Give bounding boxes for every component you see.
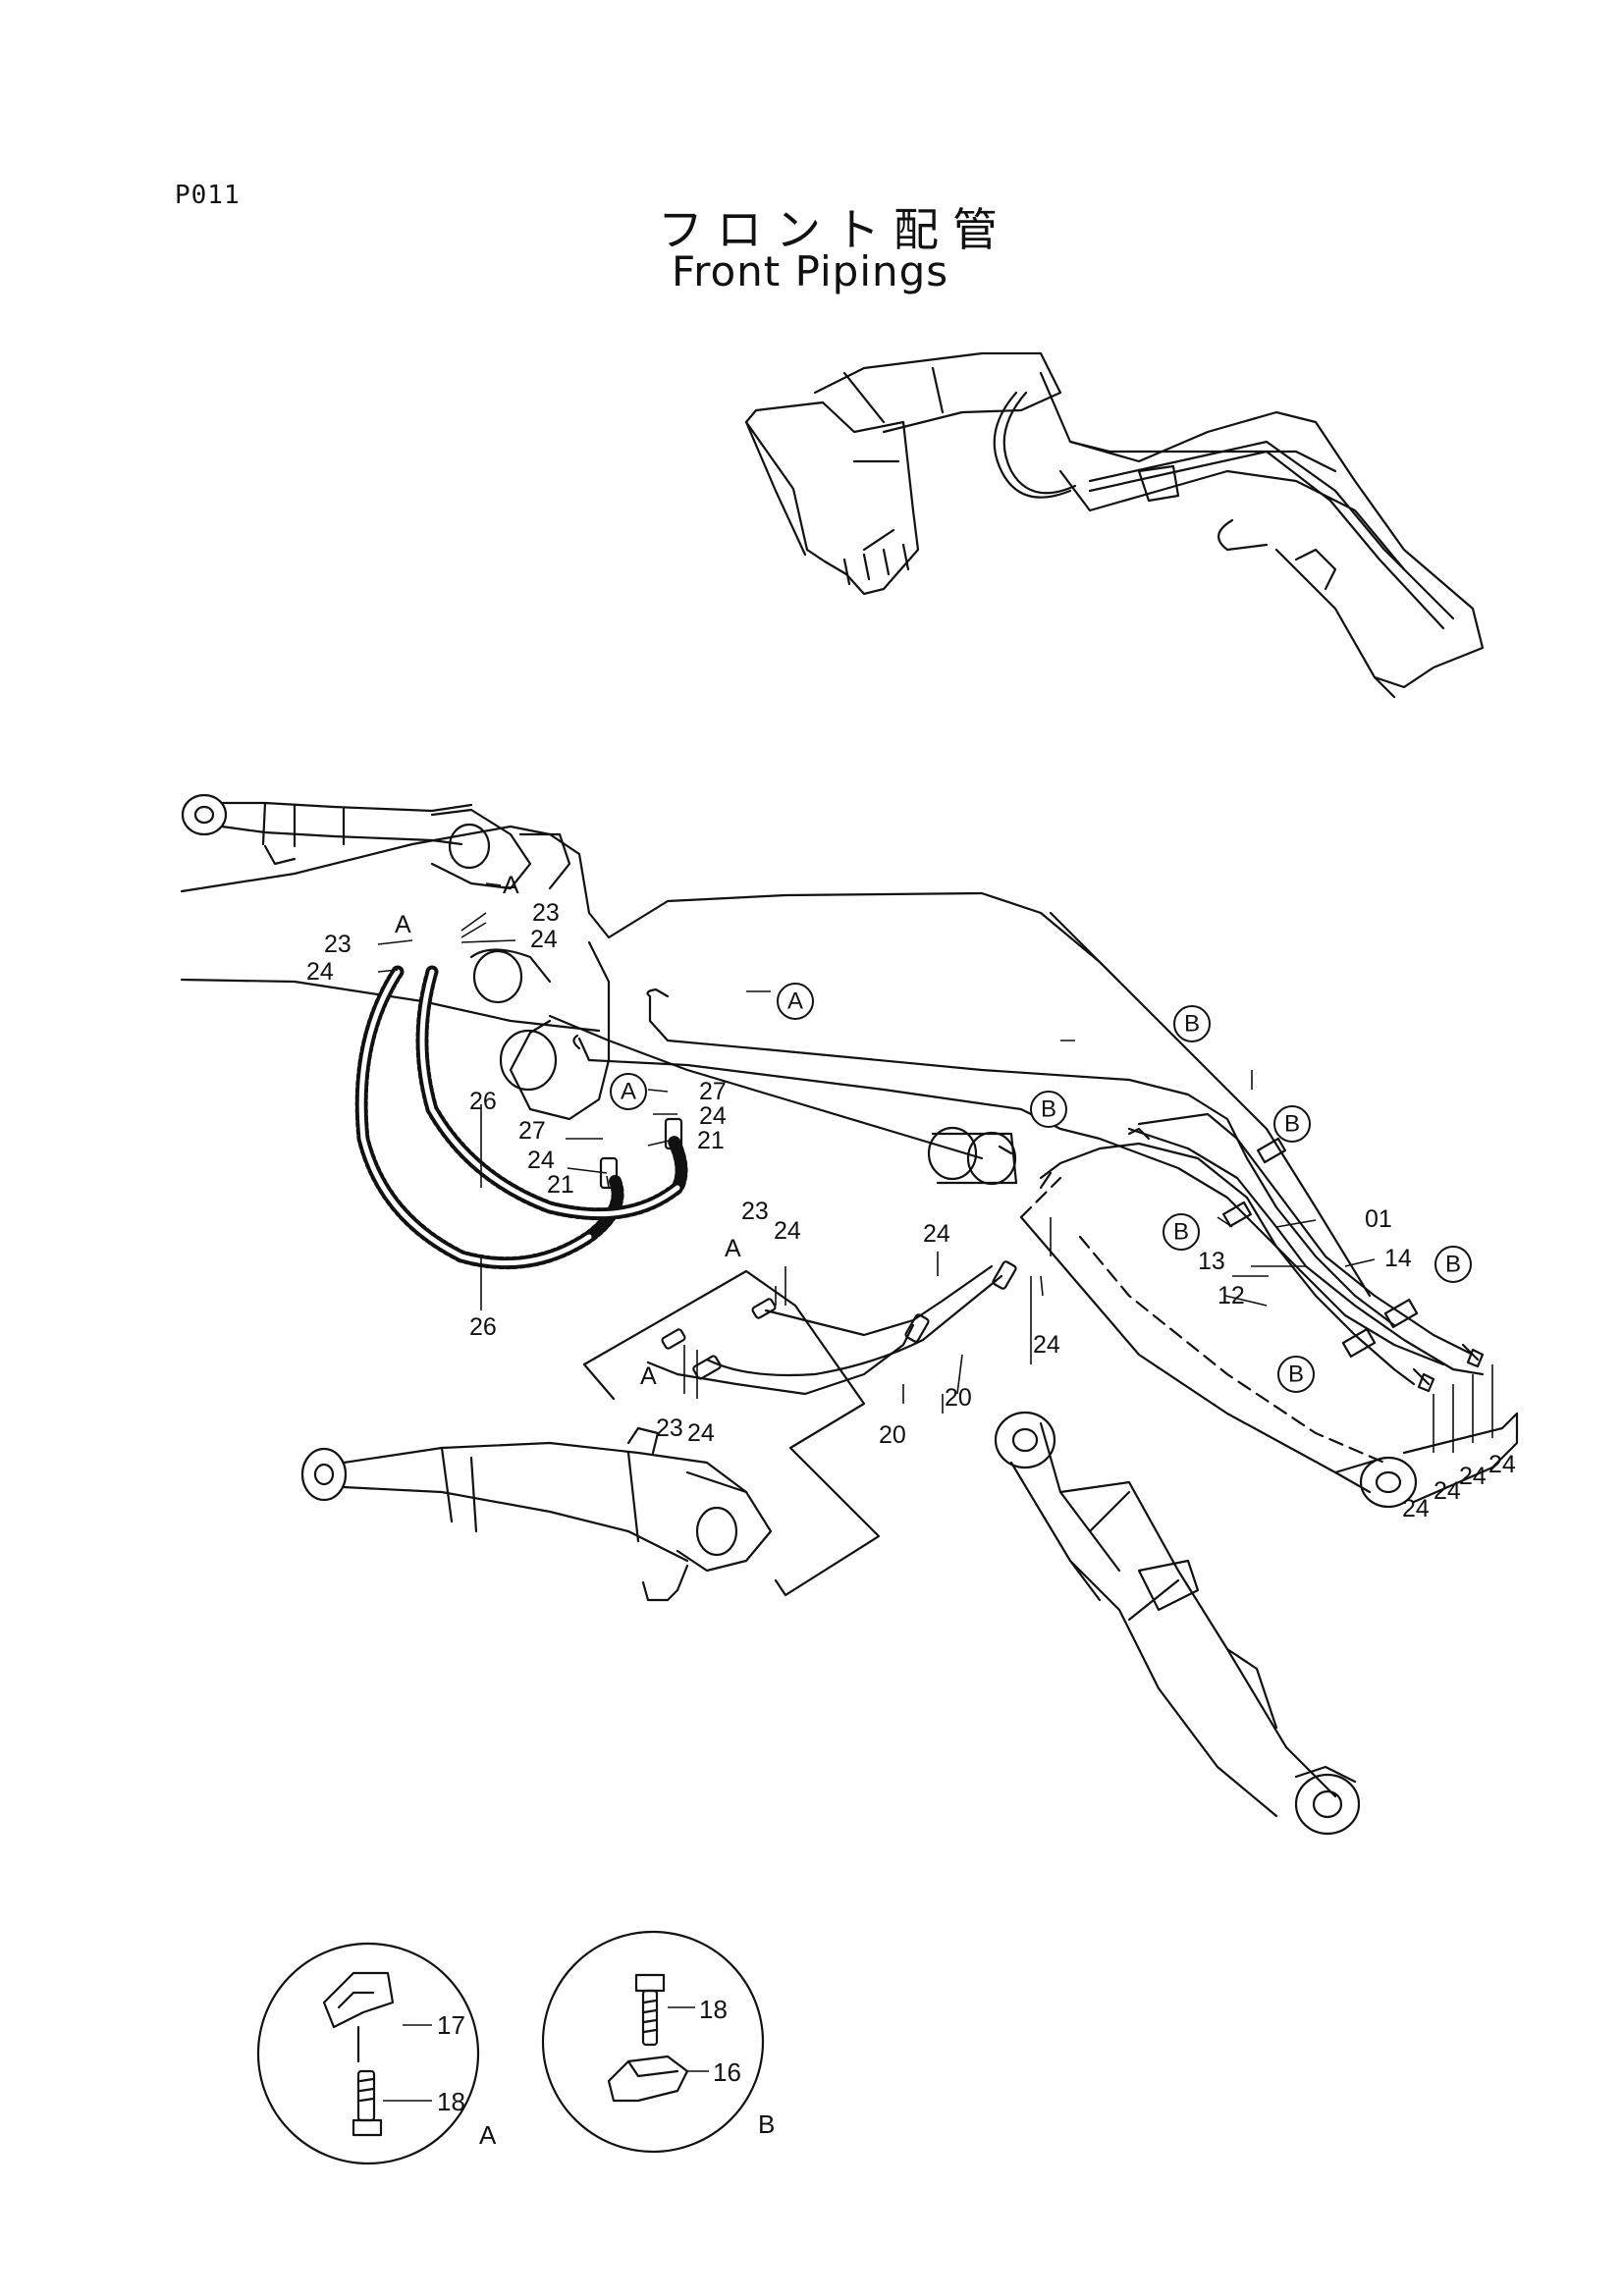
part-callout: A — [725, 1235, 741, 1262]
detail-bracket-frame — [582, 1260, 1017, 1597]
part-callout: A — [395, 911, 411, 938]
part-callout: 24 — [923, 1220, 950, 1248]
circled-reference-label: B — [1288, 1362, 1304, 1388]
detail-b-illustration — [541, 1930, 765, 2154]
part-callout: 24 — [774, 1217, 801, 1245]
circled-reference-label: B — [1173, 1219, 1189, 1246]
overview-machine-illustration — [744, 351, 1485, 699]
part-callout: 12 — [1217, 1282, 1245, 1309]
circled-reference-marker: B — [1163, 1213, 1200, 1251]
detail-part-label: 17 — [437, 2010, 465, 2040]
title-english: Front Pipings — [672, 247, 949, 295]
page-code: P011 — [175, 181, 241, 210]
part-callout: 14 — [1384, 1245, 1412, 1272]
circled-reference-marker: B — [1173, 1005, 1211, 1042]
detail-part-label: 18 — [437, 2087, 465, 2116]
part-callout: 26 — [469, 1088, 497, 1115]
boom-cylinder — [300, 1426, 773, 1602]
part-callout: 24 — [527, 1147, 555, 1174]
part-callout: 20 — [945, 1384, 972, 1412]
leader-lines — [377, 882, 1493, 2102]
part-callout: 24 — [1434, 1477, 1461, 1505]
part-callout: 23 — [741, 1198, 769, 1225]
circled-reference-label: B — [1041, 1096, 1056, 1123]
part-callout: 27 — [518, 1117, 546, 1145]
part-callout: 21 — [697, 1127, 725, 1154]
circled-reference-label: A — [621, 1079, 636, 1105]
part-callout: 24 — [1488, 1451, 1516, 1478]
part-callout: 20 — [879, 1421, 906, 1449]
part-callout: A — [503, 872, 519, 899]
part-callout: 24 — [699, 1102, 727, 1130]
detail-part-label: 18 — [699, 1995, 728, 2024]
circled-reference-label: B — [1184, 1011, 1200, 1038]
boom-structure — [180, 825, 1519, 1509]
part-callout: A — [640, 1362, 657, 1390]
part-callout: 01 — [1365, 1205, 1392, 1233]
circled-reference-marker: A — [610, 1073, 647, 1110]
circled-reference-marker: B — [1030, 1091, 1067, 1128]
circled-reference-marker: A — [777, 983, 814, 1020]
part-callout: 21 — [547, 1171, 574, 1199]
circled-reference-label: B — [1284, 1111, 1300, 1138]
circled-reference-marker: B — [1273, 1105, 1311, 1143]
part-callout: 24 — [687, 1419, 715, 1447]
circled-reference-marker: B — [1434, 1246, 1472, 1283]
circled-reference-marker: B — [1277, 1356, 1315, 1393]
part-callout: 23 — [656, 1415, 683, 1442]
detail-part-label: A — [479, 2120, 497, 2150]
circled-reference-label: A — [787, 988, 803, 1015]
part-callout: 26 — [469, 1313, 497, 1341]
detail-a-illustration — [256, 1942, 480, 2165]
part-callout: 24 — [530, 926, 558, 953]
arm-cylinder — [181, 793, 571, 890]
part-callout: 27 — [699, 1078, 727, 1105]
part-callout: 24 — [1459, 1463, 1487, 1490]
part-callout: 23 — [532, 899, 560, 927]
bucket-cylinder — [994, 1411, 1361, 1836]
part-callout: 24 — [1033, 1331, 1060, 1359]
boom-pipes — [572, 988, 1485, 1393]
detail-part-label: 16 — [713, 2057, 741, 2087]
part-callout: 23 — [324, 931, 352, 958]
part-callout: 24 — [306, 958, 334, 986]
detail-part-label: B — [758, 2109, 775, 2139]
circled-reference-label: B — [1445, 1252, 1461, 1278]
title-japanese: フロント配管 — [658, 203, 1011, 256]
part-callout: 24 — [1402, 1495, 1430, 1522]
part-callout: 13 — [1198, 1248, 1225, 1275]
